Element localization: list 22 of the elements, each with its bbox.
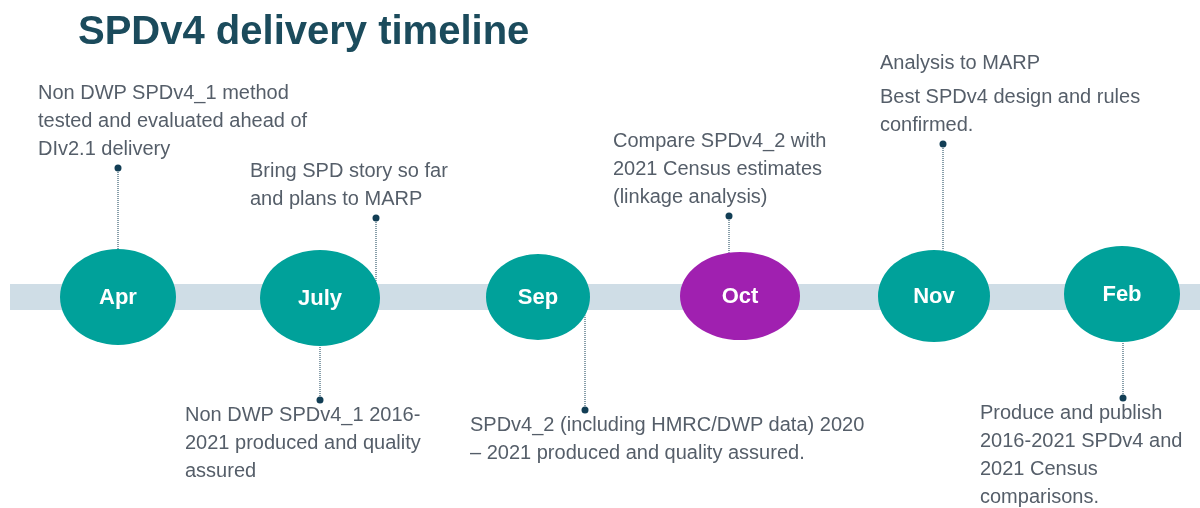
milestone-text: Best SPDv4 design and rules confirmed. (880, 84, 1142, 137)
leader-line (1119, 341, 1127, 402)
leader-line (372, 214, 380, 282)
leader-line (725, 212, 733, 254)
leader-line (939, 140, 947, 252)
month-label: Oct (721, 283, 759, 309)
month-label: Nov (913, 283, 955, 309)
milestone-text: Bring SPD story so far and plans to MARP (250, 158, 449, 211)
month-label: Feb (1102, 281, 1142, 307)
milestone-text: Analysis to MARP (880, 50, 1042, 75)
milestone-text: Produce and publish 2016-2021 SPDv4 and 2021 Census comparisons. (980, 400, 1184, 508)
title: SPDv4 delivery timeline (78, 8, 530, 53)
milestone-text: Non DWP SPDv4_1 method tested and evaluated ahead of DIv2.1 delivery (38, 80, 309, 161)
month-label: Apr (99, 284, 137, 310)
milestone-text: SPDv4_2 (including HMRC/DWP data) 2020 – 2021 produced and quality assured. (470, 412, 865, 465)
month-label: Sep (517, 284, 559, 310)
leader-line (581, 314, 589, 414)
milestone-text: Compare SPDv4_2 with 2021 Census estimates (linkage analysis) (613, 128, 828, 209)
milestone-text: Non DWP SPDv4_1 2016-2021 produced and quality assured (185, 402, 422, 483)
leader-line (316, 345, 324, 404)
leader-line (114, 164, 122, 250)
month-label: July (298, 285, 342, 311)
